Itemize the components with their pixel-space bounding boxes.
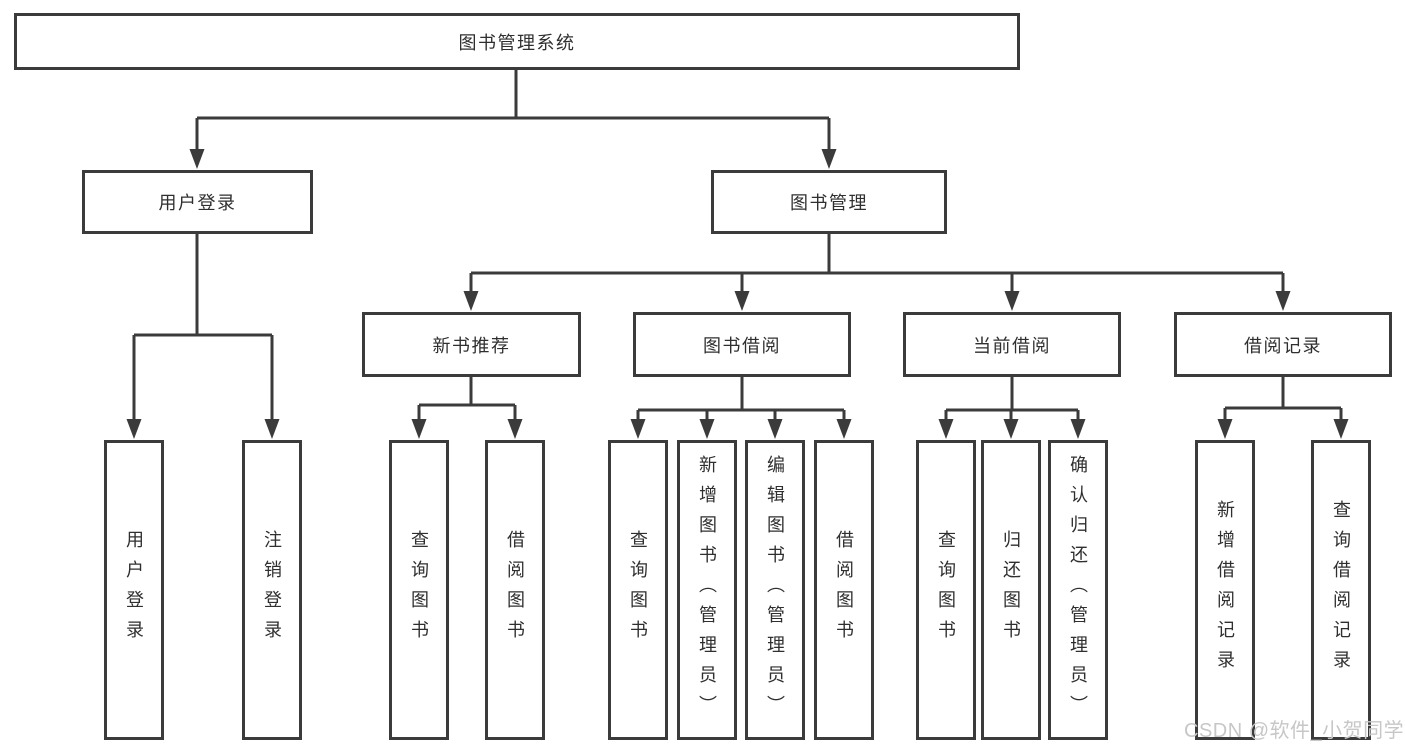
- arrowhead-down-icon: [126, 419, 142, 439]
- node-label: 图书借阅: [703, 335, 781, 356]
- node-borrowing-records: 借阅记录: [1174, 312, 1392, 377]
- leaf-add-books-admin: 新增图书（管理员）: [677, 440, 737, 740]
- node-label: 查询借阅记录: [1331, 500, 1351, 680]
- arrowhead-down-icon: [463, 291, 479, 311]
- leaf-edit-books-admin: 编辑图书（管理员）: [745, 440, 805, 740]
- csdn-watermark: CSDN @软件_小贺同学: [1184, 720, 1405, 742]
- node-label: 借阅图书: [834, 530, 854, 650]
- node-label: 新增图书（管理员）: [697, 455, 717, 725]
- node-book-management: 图书管理: [711, 170, 947, 234]
- arrowhead-down-icon: [411, 419, 427, 439]
- node-label: 编辑图书（管理员）: [765, 455, 785, 725]
- leaf-query-books-current: 查询图书: [916, 440, 976, 740]
- node-label: 新书推荐: [432, 335, 511, 356]
- leaf-user-login: 用户登录: [104, 440, 164, 740]
- node-current-borrowing: 当前借阅: [903, 312, 1121, 377]
- node-label: 借阅图书: [505, 530, 525, 650]
- node-label: 用户登录: [158, 193, 237, 213]
- node-book-borrowing: 图书借阅: [633, 312, 851, 377]
- arrowhead-down-icon: [836, 419, 852, 439]
- arrowhead-down-icon: [1003, 419, 1019, 439]
- arrowhead-down-icon: [1004, 291, 1020, 311]
- arrowhead-down-icon: [189, 149, 205, 169]
- node-label: 图书管理: [790, 193, 868, 213]
- node-label: 查询图书: [409, 530, 429, 650]
- node-label: 图书管理系统: [458, 32, 576, 53]
- node-label: 查询图书: [936, 530, 956, 650]
- node-label: 查询图书: [628, 530, 648, 650]
- arrowhead-down-icon: [821, 149, 837, 169]
- leaf-add-borrow-record: 新增借阅记录: [1195, 440, 1255, 740]
- leaf-query-books-borrow: 查询图书: [608, 440, 668, 740]
- leaf-borrow-books: 借阅图书: [814, 440, 874, 740]
- node-label: 新增借阅记录: [1215, 500, 1235, 680]
- node-label: 当前借阅: [973, 335, 1051, 356]
- leaf-logout: 注销登录: [242, 440, 302, 740]
- arrowhead-down-icon: [507, 419, 523, 439]
- leaf-confirm-return-admin: 确认归还（管理员）: [1048, 440, 1108, 740]
- node-label: 借阅记录: [1244, 335, 1322, 356]
- leaf-borrow-books-recommend: 借阅图书: [485, 440, 545, 740]
- leaf-query-borrow-record: 查询借阅记录: [1311, 440, 1371, 740]
- arrowhead-down-icon: [699, 419, 715, 439]
- arrowhead-down-icon: [1070, 419, 1086, 439]
- node-root-system: 图书管理系统: [14, 13, 1020, 70]
- arrowhead-down-icon: [1333, 419, 1349, 439]
- arrowhead-down-icon: [1275, 291, 1291, 311]
- node-label: 用户登录: [124, 530, 144, 650]
- node-user-login: 用户登录: [82, 170, 313, 234]
- leaf-return-books: 归还图书: [981, 440, 1041, 740]
- node-label: 归还图书: [1001, 530, 1021, 650]
- node-label: 注销登录: [262, 530, 282, 650]
- arrowhead-down-icon: [767, 419, 783, 439]
- arrowhead-down-icon: [938, 419, 954, 439]
- node-new-book-recommendation: 新书推荐: [362, 312, 581, 377]
- arrowhead-down-icon: [264, 419, 280, 439]
- leaf-query-books-recommend: 查询图书: [389, 440, 449, 740]
- node-label: 确认归还（管理员）: [1068, 455, 1088, 725]
- arrowhead-down-icon: [734, 291, 750, 311]
- arrowhead-down-icon: [630, 419, 646, 439]
- arrowhead-down-icon: [1217, 419, 1233, 439]
